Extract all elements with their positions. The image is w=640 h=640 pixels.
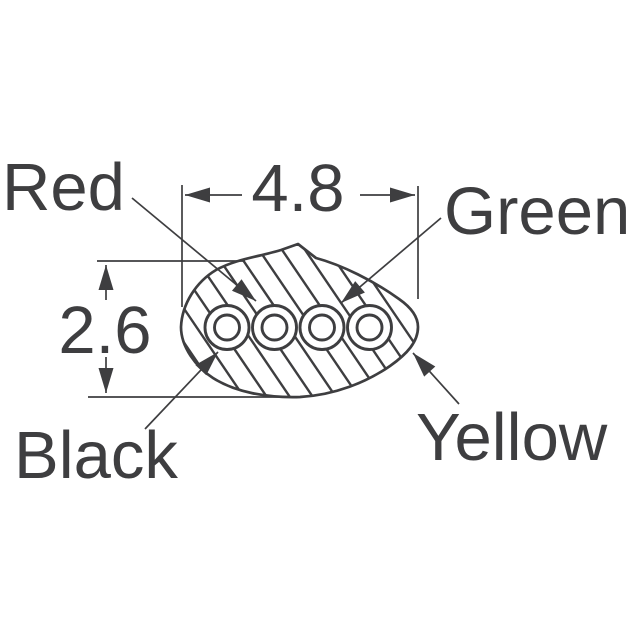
green-leader-line [340,217,442,304]
hatch-line [181,244,249,398]
label-yellow: Yellow [416,400,608,475]
label-black: Black [14,418,178,493]
wire-red-conductor [260,313,289,342]
width-dimension-value: 4.8 [251,151,344,226]
wire-black-conductor [213,313,241,342]
height-dimension: 2.6 [58,260,299,398]
yellow-leader-line [412,352,460,405]
label-red: Red [2,150,125,225]
wires [203,304,393,351]
wire-labels: Red Green Black Yellow [2,150,630,493]
width-dimension: 4.8 [181,151,419,307]
black-leader-line [144,351,219,430]
hatch-line [411,244,418,398]
red-leader-line [131,197,257,302]
label-green: Green [444,174,630,249]
wire-green-conductor [308,313,336,342]
height-dimension-value: 2.6 [58,293,151,368]
wire-yellow-conductor [355,313,384,342]
wire-leaders [131,197,460,430]
